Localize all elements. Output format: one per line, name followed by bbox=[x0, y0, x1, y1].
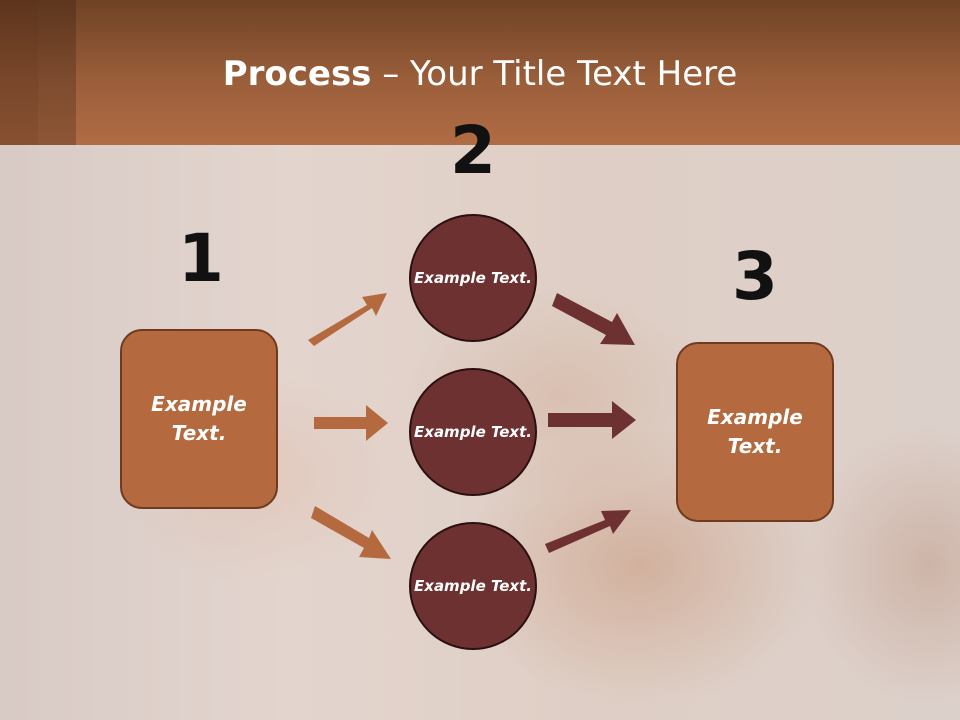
step-box-right: Example Text. bbox=[676, 342, 834, 522]
arrow-left-to-top bbox=[308, 293, 387, 346]
header-stripe bbox=[38, 0, 76, 145]
step-circle-top: Example Text. bbox=[409, 214, 537, 342]
step-circle-middle: Example Text. bbox=[409, 368, 537, 496]
header-band bbox=[0, 0, 960, 145]
slide-title: Process – Your Title Text Here bbox=[0, 54, 960, 94]
arrow-left-to-middle bbox=[314, 405, 388, 441]
arrow-middle-to-right bbox=[548, 401, 636, 439]
step-circle-bottom: Example Text. bbox=[409, 522, 537, 650]
arrow-bottom-to-right bbox=[545, 510, 631, 553]
arrows-light bbox=[308, 293, 391, 559]
arrows-dark bbox=[545, 293, 636, 553]
step-box-left: Example Text. bbox=[120, 329, 278, 509]
step-number-1: 1 bbox=[178, 220, 224, 297]
header-stripe bbox=[0, 0, 38, 145]
step-number-2: 2 bbox=[450, 112, 496, 189]
arrow-top-to-right bbox=[552, 293, 635, 345]
arrow-left-to-bottom bbox=[311, 506, 391, 559]
title-bold: Process bbox=[222, 54, 372, 94]
title-rest: – Your Title Text Here bbox=[371, 54, 738, 94]
step-number-3: 3 bbox=[732, 238, 778, 315]
